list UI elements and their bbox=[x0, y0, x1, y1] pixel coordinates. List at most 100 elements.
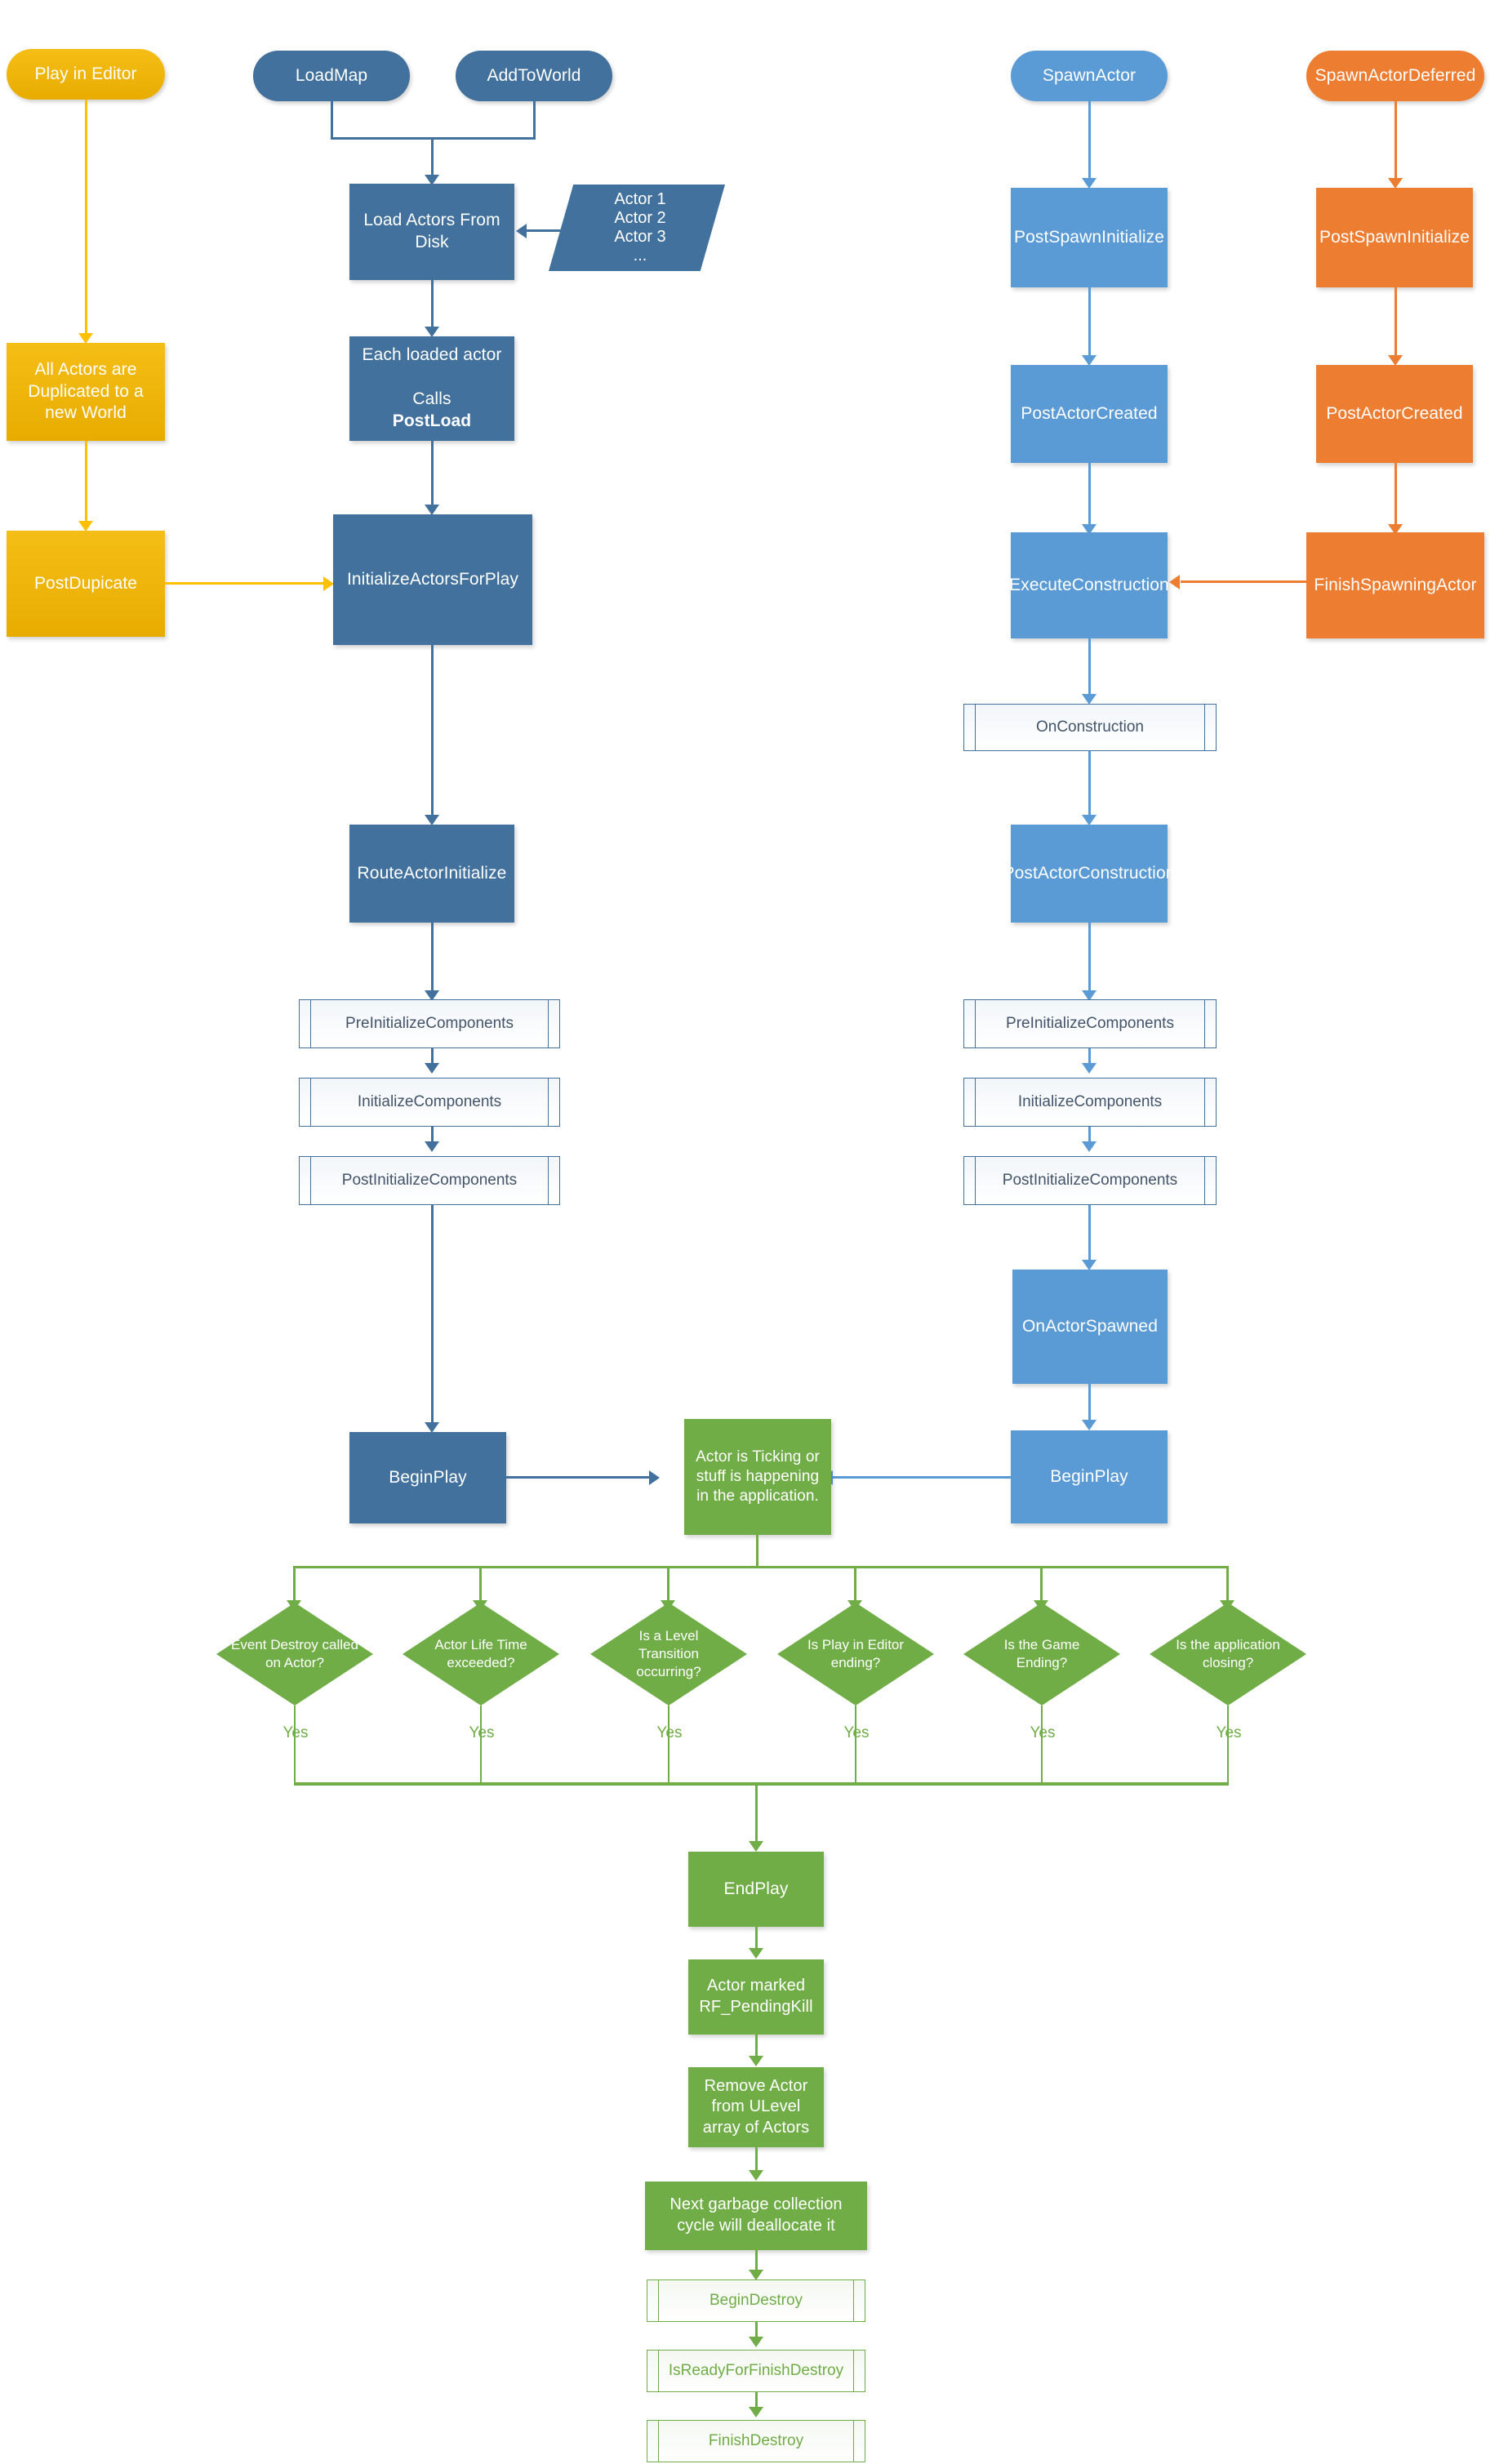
node-post-actor-construction[interactable]: PostActorConstruction bbox=[1003, 825, 1175, 923]
edge-begindestroy-to-isready-arrowhead bbox=[749, 2337, 763, 2347]
edge-postactorcreated-to-finishspawning-arrowhead bbox=[1388, 524, 1403, 535]
node-spawn-actor-deferred-label: SpawnActorDeferred bbox=[1314, 65, 1476, 85]
decision-play-in-editor-ending[interactable]: Is Play in Editor ending? bbox=[777, 1603, 934, 1706]
node-garbage-collection-label: Next garbage collection cycle will deall… bbox=[669, 2195, 843, 2235]
node-on-construction[interactable]: OnConstruction bbox=[963, 704, 1217, 751]
node-add-to-world[interactable]: AddToWorld bbox=[456, 51, 612, 101]
node-finish-destroy[interactable]: FinishDestroy bbox=[647, 2420, 865, 2462]
edge-postspawninit-to-postactorcreated-blue bbox=[1088, 287, 1091, 359]
yes-stem-2 bbox=[480, 1706, 482, 1784]
edge-routeactor-to-preinit-arrowhead bbox=[425, 990, 439, 1001]
node-post-spawn-initialize-blue-label: PostSpawnInitialize bbox=[1014, 227, 1164, 247]
node-initialize-actors-for-play-label: InitializeActorsForPlay bbox=[346, 569, 519, 589]
postload-line2: Calls bbox=[412, 389, 452, 408]
node-begin-play-right[interactable]: BeginPlay bbox=[1011, 1430, 1168, 1523]
decision-application-closing[interactable]: Is the application closing? bbox=[1150, 1603, 1306, 1706]
node-post-initialize-components-right[interactable]: PostInitializeComponents bbox=[963, 1156, 1217, 1205]
yes-stem-3 bbox=[668, 1706, 669, 1784]
node-play-in-editor-label: Play in Editor bbox=[34, 64, 137, 83]
node-actor-marked-pendingkill[interactable]: Actor marked RF_PendingKill bbox=[688, 1959, 824, 2035]
edge-endplay-to-pendingkill bbox=[755, 1927, 758, 1951]
node-begin-play-left[interactable]: BeginPlay bbox=[349, 1432, 506, 1523]
edge-spawnactor-to-postspawninit-arrowhead bbox=[1082, 178, 1097, 189]
node-post-actor-created-orange[interactable]: PostActorCreated bbox=[1316, 365, 1473, 463]
edge-postactorcreated-to-executeconstruction bbox=[1088, 463, 1091, 528]
node-remove-actor-from-ulevel-label: Remove Actor from ULevel array of Actors bbox=[702, 2076, 810, 2137]
edge-removeactor-to-gc-arrowhead bbox=[749, 2170, 763, 2181]
node-post-spawn-initialize-orange[interactable]: PostSpawnInitialize bbox=[1316, 188, 1473, 287]
edge-duplicate-to-postduplicate-arrowhead bbox=[78, 521, 93, 531]
node-spawn-actor[interactable]: SpawnActor bbox=[1011, 51, 1168, 101]
node-end-play[interactable]: EndPlay bbox=[688, 1852, 824, 1927]
decision-drop-1 bbox=[293, 1566, 296, 1603]
node-initialize-actors-for-play[interactable]: InitializeActorsForPlay bbox=[333, 514, 532, 645]
node-all-actors-duplicated[interactable]: All Actors are Duplicated to a new World bbox=[7, 343, 165, 441]
node-post-initialize-components-left[interactable]: PostInitializeComponents bbox=[299, 1156, 560, 1205]
edge-finishspawning-to-executeconstruction bbox=[1181, 580, 1308, 583]
edge-routeactor-to-preinit bbox=[431, 923, 434, 994]
node-begin-play-left-label: BeginPlay bbox=[389, 1467, 467, 1487]
decision-merge-bus bbox=[294, 1782, 1229, 1786]
node-finish-spawning-actor[interactable]: FinishSpawningActor bbox=[1306, 532, 1484, 638]
node-initialize-components-left[interactable]: InitializeComponents bbox=[299, 1078, 560, 1127]
decision-level-transition[interactable]: Is a Level Transition occurring? bbox=[590, 1603, 747, 1706]
edge-preinit-to-init-right bbox=[1088, 1048, 1091, 1068]
edge-actorlist-to-loadactors bbox=[527, 229, 607, 232]
decision-game-ending[interactable]: Is the Game Ending? bbox=[963, 1603, 1120, 1706]
node-is-ready-for-finish-destroy[interactable]: IsReadyForFinishDestroy bbox=[647, 2350, 865, 2392]
node-load-map[interactable]: LoadMap bbox=[253, 51, 410, 101]
decision-application-closing-label: Is the application closing? bbox=[1176, 1636, 1280, 1670]
edge-postactorconstruction-to-preinit-right bbox=[1088, 923, 1091, 994]
node-route-actor-initialize[interactable]: RouteActorInitialize bbox=[349, 825, 514, 923]
node-post-duplicate[interactable]: PostDupicate bbox=[7, 531, 165, 637]
node-initialize-components-right-label: InitializeComponents bbox=[1017, 1093, 1163, 1110]
node-actor-is-ticking-label: Actor is Ticking or stuff is happening i… bbox=[696, 1448, 820, 1506]
node-execute-construction-label: ExecuteConstruction bbox=[1009, 575, 1169, 594]
yes-stem-5 bbox=[1041, 1706, 1043, 1784]
edge-pendingkill-to-removeactor bbox=[755, 2035, 758, 2059]
edge-postactorcreated-to-finishspawning bbox=[1395, 463, 1397, 528]
actor-list-line-3: Actor 3 bbox=[614, 228, 666, 246]
node-pre-initialize-components-right[interactable]: PreInitializeComponents bbox=[963, 999, 1217, 1048]
node-post-spawn-initialize-blue[interactable]: PostSpawnInitialize bbox=[1011, 188, 1168, 287]
edge-gc-to-begindestroy bbox=[755, 2250, 758, 2273]
node-execute-construction[interactable]: ExecuteConstruction bbox=[1009, 532, 1169, 638]
node-begin-destroy[interactable]: BeginDestroy bbox=[647, 2279, 865, 2322]
edge-postload-to-initializeactors bbox=[431, 441, 434, 508]
edge-postactorcreated-to-executeconstruction-arrowhead bbox=[1082, 524, 1097, 535]
decision-event-destroy[interactable]: Event Destroy called on Actor? bbox=[216, 1603, 373, 1706]
edge-init-to-postinit-right bbox=[1088, 1127, 1091, 1146]
edge-removeactor-to-gc bbox=[755, 2147, 758, 2173]
edge-postinit-to-onactorspawned-arrowhead bbox=[1082, 1260, 1097, 1270]
actor-list-line-4: ... bbox=[633, 247, 647, 265]
node-each-loaded-actor-postload[interactable]: Each loaded actor Calls PostLoad bbox=[349, 336, 514, 441]
node-post-initialize-components-right-label: PostInitializeComponents bbox=[1002, 1172, 1178, 1189]
node-garbage-collection[interactable]: Next garbage collection cycle will deall… bbox=[645, 2182, 867, 2250]
edge-postduplicate-to-initializeactors bbox=[165, 582, 325, 585]
edge-postactorconstruction-to-preinit-right-arrowhead bbox=[1082, 990, 1097, 1001]
edge-init-to-postinit-left-arrowhead bbox=[425, 1141, 439, 1152]
decision-actor-life-time[interactable]: Actor Life Time exceeded? bbox=[403, 1603, 559, 1706]
node-pre-initialize-components-left[interactable]: PreInitializeComponents bbox=[299, 999, 560, 1048]
node-post-actor-created-blue[interactable]: PostActorCreated bbox=[1011, 365, 1168, 463]
node-on-actor-spawned[interactable]: OnActorSpawned bbox=[1012, 1270, 1168, 1384]
node-remove-actor-from-ulevel[interactable]: Remove Actor from ULevel array of Actors bbox=[688, 2067, 824, 2147]
edge-onconstruction-to-postactorconstruction bbox=[1088, 751, 1091, 818]
edge-postduplicate-to-initializeactors-arrowhead bbox=[323, 576, 334, 591]
edge-postspawninit-to-postactorcreated-orange-arrowhead bbox=[1388, 355, 1403, 366]
yes-stem-6 bbox=[1227, 1706, 1229, 1784]
edge-playineditor-to-duplicate-arrowhead bbox=[78, 333, 93, 344]
edge-beginplayleft-to-ticking bbox=[506, 1476, 653, 1479]
node-initialize-components-right[interactable]: InitializeComponents bbox=[963, 1078, 1217, 1127]
node-initialize-components-left-label: InitializeComponents bbox=[357, 1093, 502, 1110]
node-actor-is-ticking[interactable]: Actor is Ticking or stuff is happening i… bbox=[684, 1419, 831, 1535]
decision-drop-2 bbox=[479, 1566, 482, 1603]
edge-finishspawning-to-executeconstruction-arrowhead bbox=[1169, 575, 1180, 589]
node-spawn-actor-deferred[interactable]: SpawnActorDeferred bbox=[1306, 51, 1484, 101]
postload-line1: Each loaded actor bbox=[362, 345, 502, 365]
actor-list-line-1: Actor 1 bbox=[614, 190, 666, 208]
edge-preinit-to-init-left bbox=[431, 1048, 434, 1068]
node-play-in-editor[interactable]: Play in Editor bbox=[7, 49, 165, 100]
node-load-actors-from-disk[interactable]: Load Actors From Disk bbox=[349, 184, 514, 280]
edge-postinit-to-onactorspawned bbox=[1088, 1205, 1091, 1264]
